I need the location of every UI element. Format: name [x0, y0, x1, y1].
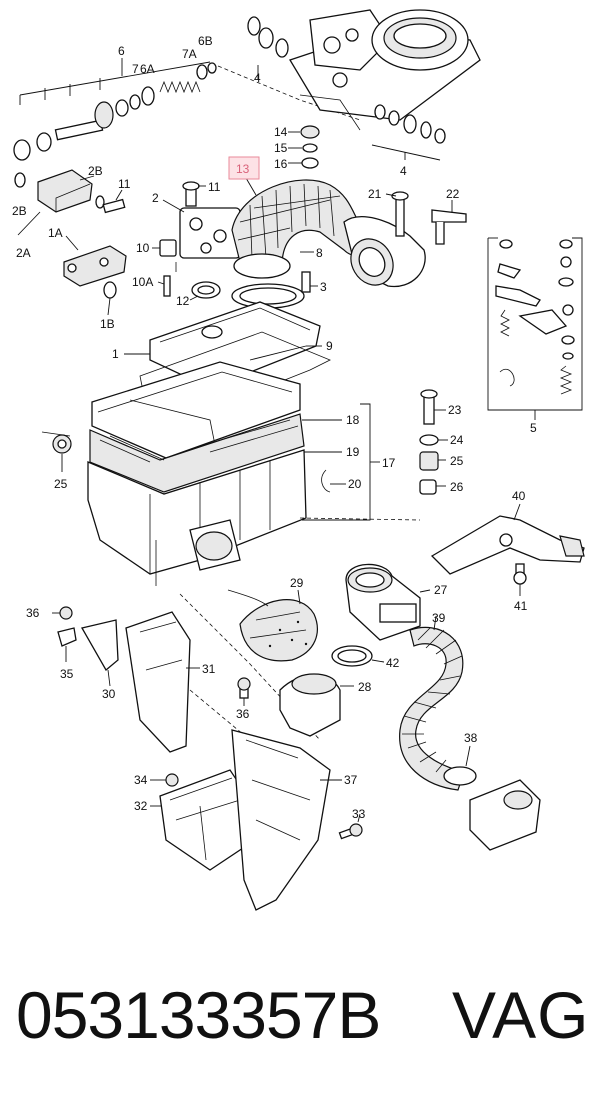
- label-6: 6: [118, 44, 125, 58]
- screw-33: [338, 813, 363, 840]
- label-6A: 6A: [140, 62, 155, 76]
- hose-39: [399, 615, 541, 851]
- label-28: 28: [358, 680, 372, 694]
- part-number: 053133357B: [16, 978, 381, 1052]
- label-12: 12: [176, 294, 190, 308]
- label-39: 39: [432, 611, 446, 625]
- label-11-left: 11: [118, 177, 131, 191]
- bracket-30: [81, 619, 119, 687]
- label-13-highlighted: 13: [236, 162, 250, 176]
- label-15: 15: [274, 141, 288, 155]
- throttle-housing: [247, 9, 481, 161]
- label-7: 7: [132, 62, 139, 76]
- label-1B: 1B: [100, 317, 115, 331]
- part-labels: 6 7 6A 7A 6B 4 4 14 15 16 2B 2B 2A 11 11…: [12, 34, 537, 821]
- label-29: 29: [290, 576, 304, 590]
- label-17: 17: [382, 456, 396, 470]
- linkage-group-5: [487, 237, 583, 420]
- label-18: 18: [346, 413, 360, 427]
- label-37: 37: [344, 773, 358, 787]
- grommet-25-left: [52, 434, 72, 472]
- pressure-regulator: [152, 181, 241, 301]
- label-10: 10: [136, 241, 150, 255]
- part-1A: [63, 235, 127, 316]
- label-1: 1: [112, 347, 119, 361]
- label-16: 16: [274, 157, 288, 171]
- elbow-28: [279, 673, 354, 737]
- label-2: 2: [152, 191, 159, 205]
- label-35: 35: [60, 667, 74, 681]
- label-36-mid: 36: [236, 707, 250, 721]
- label-33: 33: [352, 807, 366, 821]
- lower-bracket-32: [150, 769, 251, 871]
- label-11-mid: 11: [208, 180, 221, 194]
- label-2B-left: 2B: [12, 204, 27, 218]
- label-20: 20: [348, 477, 362, 491]
- label-42: 42: [386, 656, 400, 670]
- footer: 053133357B VAG: [0, 965, 600, 1075]
- intake-boot-13: [228, 156, 426, 288]
- air-filter-housing: [41, 361, 421, 586]
- label-5: 5: [530, 421, 537, 435]
- label-22: 22: [446, 187, 460, 201]
- label-7A: 7A: [182, 47, 197, 61]
- label-2B-top: 2B: [88, 164, 103, 178]
- label-23: 23: [448, 403, 462, 417]
- label-21: 21: [368, 187, 382, 201]
- label-25-left: 25: [54, 477, 68, 491]
- label-27: 27: [434, 583, 448, 597]
- label-38: 38: [464, 731, 478, 745]
- screw-36-left: [52, 606, 77, 662]
- label-24: 24: [450, 433, 464, 447]
- label-4-right: 4: [400, 164, 407, 178]
- label-25-right: 25: [450, 454, 464, 468]
- air-flow-meter-27: [345, 563, 431, 641]
- cover-1: [124, 301, 331, 409]
- label-26: 26: [450, 480, 464, 494]
- label-19: 19: [346, 445, 360, 459]
- label-1A: 1A: [48, 226, 63, 240]
- label-3: 3: [320, 280, 327, 294]
- rod-assembly: [13, 58, 361, 161]
- brand-name: VAG: [452, 978, 590, 1052]
- lower-duct-37: [231, 729, 342, 911]
- bolt-stack-23-26: [419, 389, 448, 495]
- label-30: 30: [102, 687, 116, 701]
- fittings-21-22: [385, 191, 467, 245]
- label-34: 34: [134, 773, 148, 787]
- duct-31: [125, 611, 251, 753]
- screw-36-middle: [237, 677, 251, 706]
- washers-14-16: [288, 125, 320, 169]
- label-9: 9: [326, 339, 333, 353]
- label-8: 8: [316, 246, 323, 260]
- label-6B: 6B: [198, 34, 213, 48]
- label-14: 14: [274, 125, 288, 139]
- label-41: 41: [514, 599, 528, 613]
- label-36-left: 36: [26, 606, 40, 620]
- boot-29: [179, 589, 321, 741]
- bracket-40: [430, 503, 585, 596]
- label-40: 40: [512, 489, 526, 503]
- label-4-top: 4: [254, 71, 261, 85]
- clamp-42: [331, 645, 385, 667]
- switch-2A: [14, 169, 126, 236]
- label-10A: 10A: [132, 275, 153, 289]
- exploded-parts-diagram: 6 7 6A 7A 6B 4 4 14 15 16 2B 2B 2A 11 11…: [12, 9, 585, 911]
- clamp-8: [231, 251, 318, 309]
- label-31: 31: [202, 662, 216, 676]
- label-2A: 2A: [16, 246, 31, 260]
- label-32: 32: [134, 799, 148, 813]
